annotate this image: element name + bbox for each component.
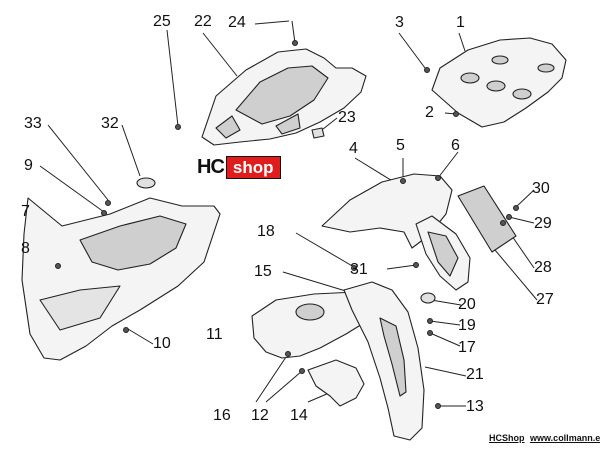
callout-25: 25 [153,13,171,30]
callout-27: 27 [536,291,554,308]
callout-16: 16 [213,407,231,424]
logo-shop-text: shop [225,156,281,179]
callout-14: 14 [290,407,308,424]
callout-24: 24 [228,14,246,31]
callout-8: 8 [21,240,30,257]
callout-13: 13 [466,398,484,415]
callout-15: 15 [254,263,272,280]
hcshop-logo: HC shop [197,156,281,179]
callout-29: 29 [534,215,552,232]
logo-hc-text: HC [197,156,226,179]
callout-28: 28 [534,259,552,276]
footer-brand: HCShop [489,433,525,443]
callout-31: 31 [350,261,368,278]
callout-5: 5 [396,137,405,154]
callout-11: 11 [206,326,223,343]
callout-20: 20 [458,296,476,313]
callout-4: 4 [349,140,358,157]
callout-2: 2 [425,104,434,121]
footer-credit: HCShop www.collmann.eu [489,433,600,443]
callout-10: 10 [153,335,171,352]
callout-21: 21 [466,366,484,383]
callout-30: 30 [532,180,550,197]
callout-1: 1 [456,14,465,31]
callout-6: 6 [451,137,460,154]
footer-url-link[interactable]: www.collmann.eu [530,433,600,443]
callout-32: 32 [101,115,119,132]
callout-33: 33 [24,115,42,132]
callout-19: 19 [458,317,476,334]
callout-7: 7 [21,203,30,220]
callout-12: 12 [251,407,269,424]
callout-9: 9 [24,157,33,174]
callout-3: 3 [395,14,404,31]
callout-23: 23 [338,109,356,126]
callout-18: 18 [257,223,275,240]
callout-22: 22 [194,13,212,30]
callout-17: 17 [458,339,476,356]
